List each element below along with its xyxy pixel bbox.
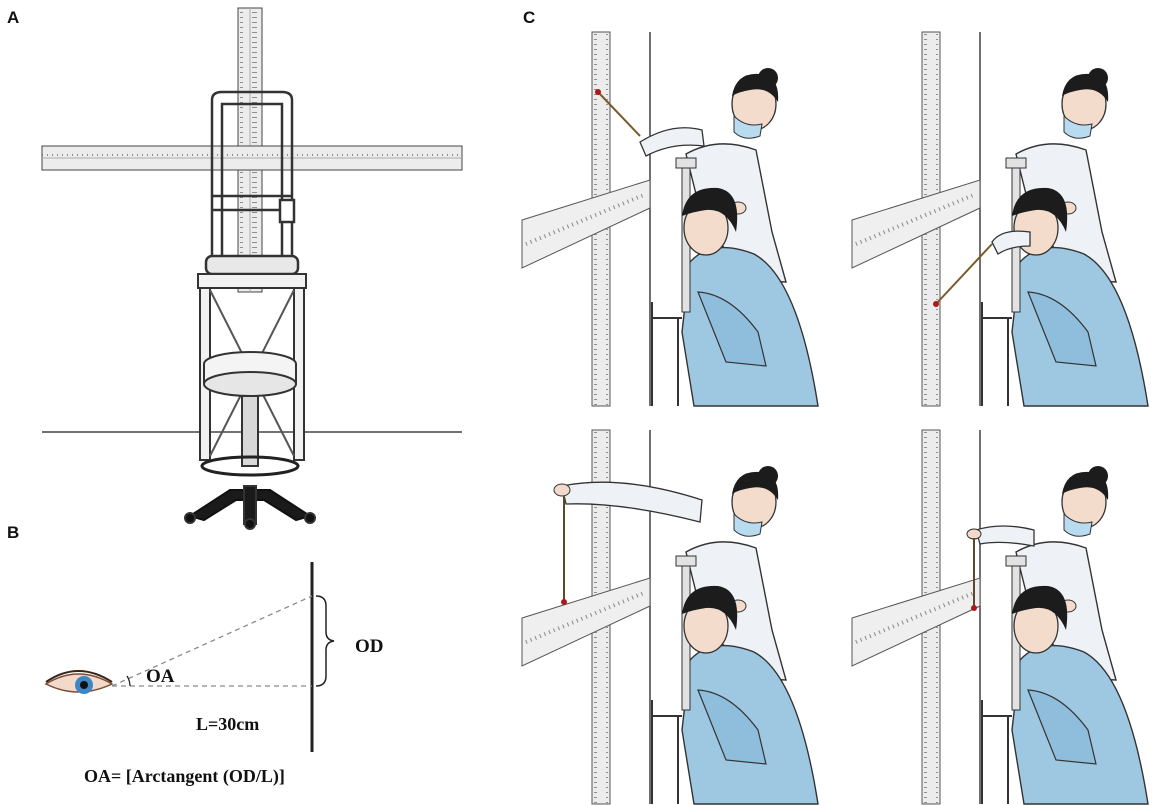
examiner-arm-pointer [933, 230, 1031, 307]
panel-a-apparatus [41, 7, 463, 530]
angle-label: OA [146, 666, 175, 687]
horizontal-ruler [41, 145, 463, 171]
od-brace [315, 595, 335, 687]
eye-icon [44, 670, 114, 694]
scene-2 [850, 30, 1150, 408]
angle-arc [126, 675, 131, 687]
formula: OA= [Arctangent (OD/L)] [84, 766, 285, 787]
scene-4 [850, 428, 1150, 805]
examiner-arm-plumb [553, 481, 703, 605]
panel-letter-a: A [7, 8, 20, 27]
chin-rest-frame [204, 90, 300, 276]
examiner-arm-plumb [966, 525, 1035, 611]
length-label: L=30cm [196, 714, 259, 734]
panel-c-scenes [520, 30, 1150, 805]
scene-3 [520, 428, 820, 805]
scene-1 [520, 30, 820, 408]
panel-letter-c: C [523, 8, 536, 27]
panel-letter-b: B [7, 523, 20, 542]
examiner-arm-pointer [595, 89, 705, 157]
distance-label: OD [355, 636, 384, 657]
panel-b-geometry: OA OD L=30cm OA= [Arctangent (OD/L)] [44, 562, 384, 787]
sight-line-oblique [111, 595, 313, 687]
stool [184, 351, 316, 530]
